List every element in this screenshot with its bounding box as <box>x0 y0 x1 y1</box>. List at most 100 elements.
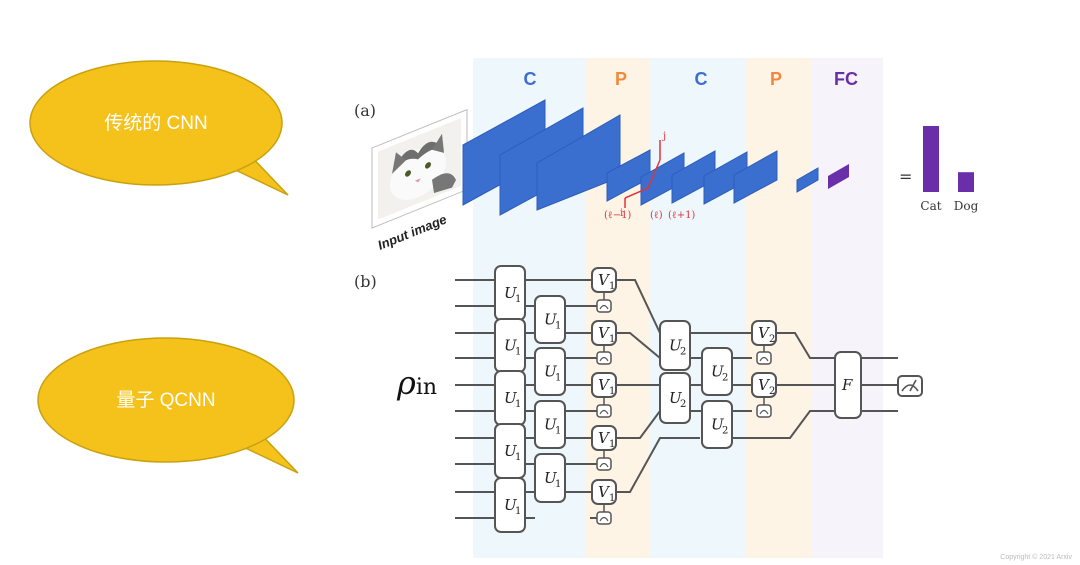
column-headers: C P C P FC <box>524 69 859 89</box>
output-bars <box>923 126 974 192</box>
gate-u1-layer1-3: U1 <box>494 423 526 479</box>
svg-text:U: U <box>504 284 518 302</box>
gate-u1-layer1-2: U1 <box>494 370 526 426</box>
svg-text:V: V <box>598 271 611 289</box>
svg-text:2: 2 <box>680 347 686 358</box>
output-bar-dog <box>958 172 974 192</box>
svg-text:V: V <box>598 429 611 447</box>
svg-text:1: 1 <box>555 426 561 437</box>
layer-label-prev: (ℓ−1) <box>604 210 631 221</box>
gate-u2-2: U2 <box>701 347 733 396</box>
column-header-pool-2: P <box>770 69 782 89</box>
svg-text:U: U <box>711 363 725 381</box>
measure-v2-0 <box>756 351 772 365</box>
gate-f: F <box>834 351 862 419</box>
gate-u2-0: U2 <box>659 320 691 371</box>
equals-sign: = <box>899 167 912 186</box>
output-bar-cat <box>923 126 939 192</box>
conv-layer-2 <box>671 150 778 205</box>
gate-u1-layer2-3: U1 <box>534 453 566 503</box>
measure-v1-2 <box>596 404 612 418</box>
svg-text:1: 1 <box>609 281 615 292</box>
fc-layer <box>828 164 849 189</box>
gate-u1-layer2-2: U1 <box>534 400 566 449</box>
gate-u2-3: U2 <box>701 400 733 449</box>
svg-text:1: 1 <box>515 506 521 517</box>
svg-text:V: V <box>758 324 771 342</box>
svg-text:2: 2 <box>680 399 686 410</box>
svg-text:2: 2 <box>722 426 728 437</box>
final-measurement-icon <box>897 375 923 397</box>
gate-u1-layer2-0: U1 <box>534 295 566 344</box>
measure-v1-1 <box>596 351 612 365</box>
column-header-conv-1: C <box>524 69 537 89</box>
pool-layer-2 <box>796 167 819 193</box>
svg-text:V: V <box>758 376 771 394</box>
rho-in-symbol: ρin <box>396 364 437 402</box>
svg-text:U: U <box>504 389 518 407</box>
rho-symbol: ρ <box>396 364 416 402</box>
svg-text:V: V <box>598 483 611 501</box>
svg-text:U: U <box>504 442 518 460</box>
svg-text:U: U <box>544 416 558 434</box>
svg-text:U: U <box>669 389 683 407</box>
svg-text:U: U <box>544 311 558 329</box>
gate-u1-layer1-4: U1 <box>494 477 526 533</box>
bubble-cnn: 传统的 CNN <box>29 60 289 196</box>
svg-text:U: U <box>504 496 518 514</box>
panel-a-label: (a) <box>354 101 376 120</box>
copyright-text: Copyright © 2021 Arxiv <box>1000 554 1072 561</box>
bubble-qcnn: 量子 QCNN <box>37 337 299 474</box>
input-image <box>371 108 468 229</box>
svg-text:2: 2 <box>722 373 728 384</box>
column-header-conv-2: C <box>695 69 708 89</box>
panel-a: (a) Input image <box>354 99 979 253</box>
column-header-fc: FC <box>834 69 858 89</box>
index-j: j <box>662 131 666 142</box>
gate-u2-1: U2 <box>659 372 691 424</box>
svg-text:1: 1 <box>555 321 561 332</box>
bar-label-cat: Cat <box>920 199 941 213</box>
svg-text:1: 1 <box>515 294 521 305</box>
layer-label-next: (ℓ+1) <box>668 210 695 221</box>
svg-text:1: 1 <box>555 373 561 384</box>
index-i: i <box>620 208 623 219</box>
measure-v1-0 <box>596 299 612 313</box>
panel-b-label: (b) <box>354 272 377 291</box>
bar-label-dog: Dog <box>954 199 979 213</box>
rho-subscript: in <box>416 375 437 400</box>
svg-text:F: F <box>841 376 853 394</box>
svg-text:1: 1 <box>555 479 561 490</box>
svg-text:U: U <box>669 337 683 355</box>
svg-text:U: U <box>544 363 558 381</box>
measure-v2-1 <box>756 404 772 418</box>
svg-text:1: 1 <box>515 452 521 463</box>
svg-text:U: U <box>711 416 725 434</box>
measure-v1-3 <box>596 457 612 471</box>
svg-text:1: 1 <box>609 386 615 397</box>
svg-text:2: 2 <box>769 386 775 397</box>
svg-text:1: 1 <box>515 399 521 410</box>
bubble-cnn-label: 传统的 CNN <box>104 112 207 134</box>
svg-text:1: 1 <box>609 493 615 504</box>
svg-text:2: 2 <box>769 334 775 345</box>
svg-text:U: U <box>504 337 518 355</box>
measure-v1-4 <box>596 511 612 525</box>
gate-u1-layer1-0: U1 <box>494 265 526 321</box>
bubble-qcnn-label: 量子 QCNN <box>116 390 215 411</box>
svg-text:V: V <box>598 324 611 342</box>
column-header-pool-1: P <box>615 69 627 89</box>
gate-u1-layer2-1: U1 <box>534 347 566 396</box>
svg-text:U: U <box>544 469 558 487</box>
gate-u1-layer1-1: U1 <box>494 318 526 373</box>
svg-text:1: 1 <box>515 347 521 358</box>
index-axes <box>624 140 661 208</box>
